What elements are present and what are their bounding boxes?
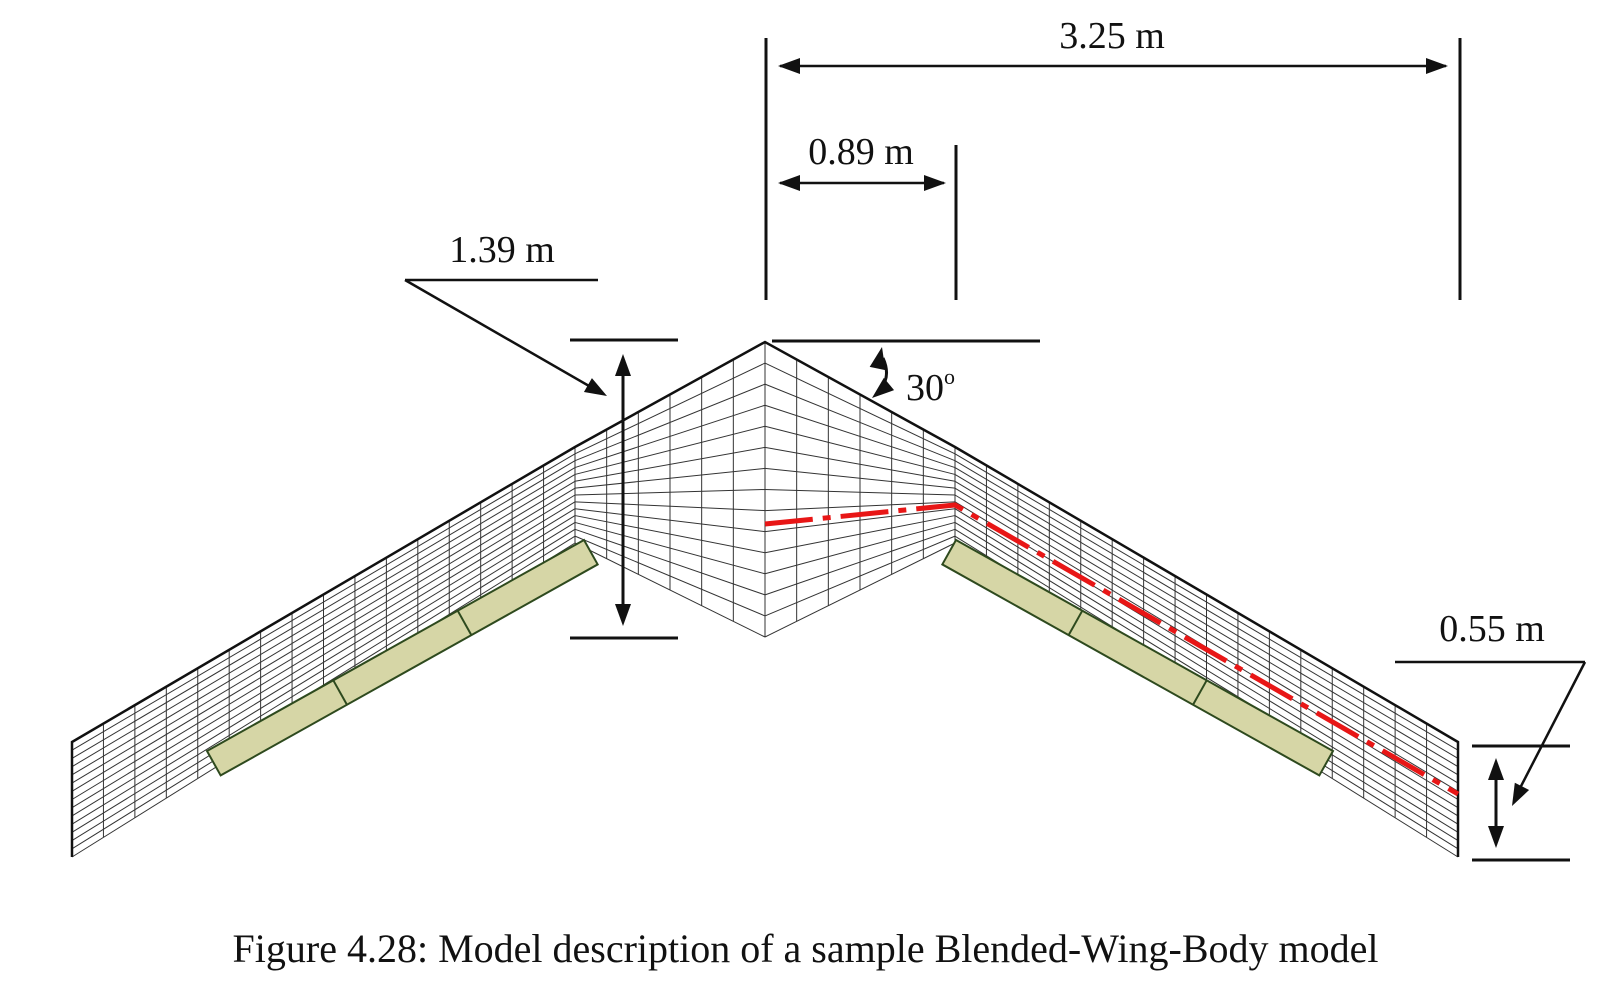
right-body-mesh-chord-line: [764, 542, 956, 638]
left-flap-divider: [456, 610, 473, 636]
root-chord-leader: [404, 278, 597, 392]
left-body-mesh-chord-line: [574, 425, 766, 475]
sweep-angle-label: 30o: [906, 364, 955, 409]
semi-span-arrow-left: [778, 58, 800, 74]
control-surfaces: [205, 538, 1335, 777]
left-wing-mesh-chord-line: [71, 473, 576, 776]
right-body-mesh-chord-line: [764, 501, 956, 512]
sweep-angle-unit: o: [944, 364, 955, 389]
left-flap: [205, 538, 600, 777]
left-body-mesh-chord-line: [574, 446, 766, 482]
left-wing-mesh-chord-line: [71, 501, 576, 809]
left-body-mesh-chord-line: [574, 404, 766, 469]
right-body-mesh-chord-line: [764, 508, 956, 533]
body-width-arrow-right: [924, 175, 946, 191]
right-flap-divider: [1192, 679, 1208, 706]
left-wing-mesh-chord-line: [71, 522, 576, 833]
right-body-mesh-chord-line: [764, 535, 956, 617]
left-body-mesh-chord-line: [574, 489, 766, 496]
left-body-mesh-chord-line: [574, 528, 766, 596]
right-flap-divider: [1067, 610, 1084, 636]
right-body-mesh-chord-line: [764, 425, 956, 475]
left-body-mesh-chord-line: [574, 501, 766, 512]
right-wing-mesh-chord-line: [954, 515, 1459, 825]
right-wing-mesh-chord-line: [954, 473, 1459, 776]
left-body-mesh-chord-line: [574, 521, 766, 575]
figure-caption: Figure 4.28: Model description of a samp…: [232, 926, 1379, 971]
tip-chord-leader-arrow: [1512, 782, 1530, 806]
left-flap-divider: [332, 679, 348, 706]
tip-chord-label: 0.55 m: [1439, 608, 1545, 650]
sweep-angle-value: 30: [906, 367, 944, 409]
right-body-mesh-chord-line: [764, 515, 956, 554]
right-wing-mesh-chord-line: [954, 522, 1459, 833]
left-wing-mesh-chord-line: [71, 494, 576, 800]
tip-chord-arrow-bottom: [1488, 826, 1504, 848]
root-chord-leader-arrow: [583, 378, 607, 396]
right-wing-mesh-chord-line: [954, 460, 1459, 759]
right-body-mesh-chord-line: [764, 528, 956, 596]
reference-axis-line: [764, 502, 1460, 797]
body-width-arrow-left: [778, 175, 800, 191]
left-body-mesh-chord-line: [574, 515, 766, 554]
dimension-lines: [404, 38, 1587, 862]
left-wing-mesh-chord-line: [71, 508, 576, 817]
left-body-mesh-chord-line: [574, 508, 766, 533]
wing-mesh: [71, 341, 1459, 858]
left-body-mesh-chord-line: [574, 467, 766, 489]
semi-span-label: 3.25 m: [1059, 15, 1165, 57]
right-wing-mesh-chord-line: [954, 480, 1459, 784]
right-body-mesh-chord-line: [764, 404, 956, 469]
root-chord-arrow-bottom: [615, 604, 631, 626]
left-body-mesh-chord-line: [574, 542, 766, 638]
wing-outline: [70, 340, 1460, 857]
tip-chord-leader: [1516, 661, 1587, 793]
left-wing-mesh-chord-line: [71, 487, 576, 792]
right-body-mesh-chord-line: [764, 489, 956, 496]
root-chord-arrow-top: [615, 354, 631, 376]
left-wing-mesh-chord-line: [71, 460, 576, 759]
leading-edge-outline: [70, 340, 1460, 857]
right-wing-mesh-chord-line: [954, 501, 1459, 809]
sweep-arrow-top: [869, 347, 886, 371]
right-flap: [940, 538, 1335, 777]
right-wing-mesh-chord-line: [954, 508, 1459, 817]
left-wing-mesh-chord-line: [71, 453, 576, 751]
right-body-mesh-chord-line: [764, 446, 956, 482]
right-body-mesh-chord-line: [764, 521, 956, 575]
left-wing-mesh-chord-line: [71, 515, 576, 825]
right-body-mesh-chord-line: [764, 362, 956, 455]
left-wing-mesh-chord-line: [71, 467, 576, 768]
left-body-mesh-chord-line: [574, 383, 766, 462]
left-wing-mesh-chord-line: [71, 480, 576, 784]
right-wing-mesh-chord-line: [954, 467, 1459, 768]
right-body-mesh-chord-line: [764, 383, 956, 462]
tip-chord-arrow-top: [1488, 758, 1504, 780]
root-chord-label: 1.39 m: [449, 229, 555, 271]
right-body-mesh-chord-line: [764, 467, 956, 489]
left-body-mesh-chord-line: [574, 362, 766, 455]
left-body-mesh-chord-line: [574, 535, 766, 617]
semi-span-arrow-right: [1426, 58, 1448, 74]
right-wing-mesh-chord-line: [954, 453, 1459, 751]
right-wing-mesh-chord-line: [954, 487, 1459, 792]
body-half-width-label: 0.89 m: [808, 131, 914, 173]
sweep-arrow-bottom: [872, 377, 895, 398]
